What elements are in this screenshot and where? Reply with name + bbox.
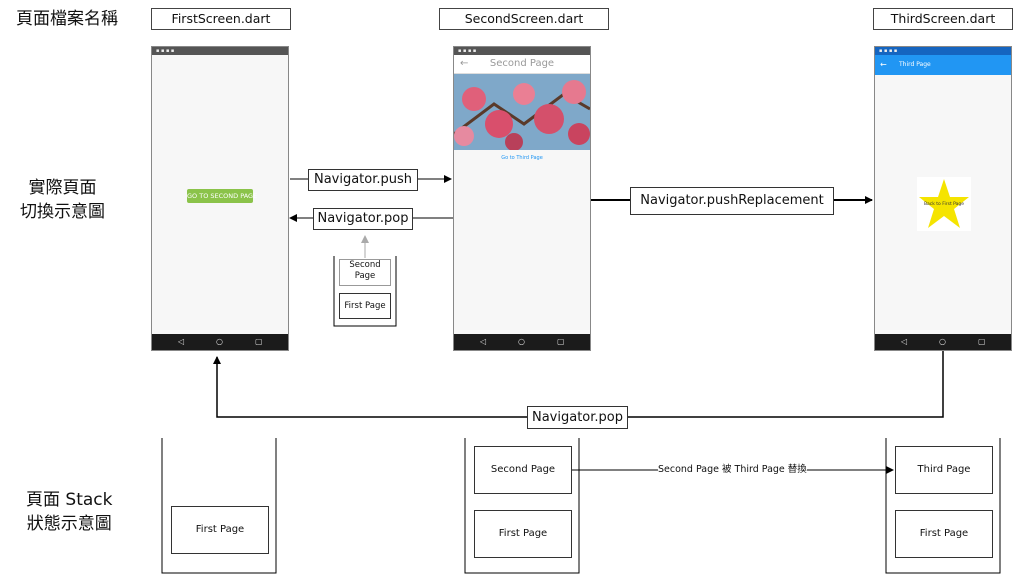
stack3-first-page: First Page [895, 510, 993, 558]
replace-annotation: Second Page 被 Third Page 替換 [658, 464, 807, 476]
stack3-third-page: Third Page [895, 446, 993, 494]
navigator-push-label: Navigator.push [308, 169, 418, 191]
phone-first-screen: ▪ ▪ ▪ ▪ GO TO SECOND PAGE ◁ ○ ▢ [151, 46, 289, 351]
label-page-switch-line2: 切換示意圖 [20, 202, 105, 222]
go-to-third-page-link[interactable]: Go to Third Page [501, 155, 543, 161]
go-to-second-page-button[interactable]: GO TO SECOND PAGE [187, 189, 257, 203]
label-page-switch-line1: 實際頁面 [28, 178, 97, 198]
mini-stack-first-page: First Page [339, 293, 391, 319]
home-icon[interactable]: ○ [939, 337, 946, 346]
stack-container-second [464, 438, 580, 574]
home-icon[interactable]: ○ [518, 337, 525, 346]
phone-second-screen: ▪ ▪ ▪ ▪ ← Second Page Go to Third Page ◁… [453, 46, 591, 351]
app-bar-third: ← Third Page [875, 55, 1011, 75]
app-bar-second: ← Second Page [454, 55, 590, 74]
file-second-screen: SecondScreen.dart [439, 8, 609, 30]
recents-icon[interactable]: ▢ [557, 337, 565, 346]
stack-container-third [885, 438, 1001, 574]
cherry-blossom-image [454, 74, 590, 150]
star-icon[interactable] [917, 177, 971, 231]
label-file-names: 頁面檔案名稱 [16, 9, 118, 29]
back-arrow-icon[interactable]: ← [460, 58, 469, 69]
stack1-first-page: First Page [171, 506, 269, 554]
stack2-first-page: First Page [474, 510, 572, 558]
recents-icon[interactable]: ▢ [255, 337, 263, 346]
app-bar-title: Second Page [489, 58, 555, 69]
android-nav-bar: ◁ ○ ▢ [152, 334, 288, 350]
stack-container-first [161, 438, 277, 574]
back-icon[interactable]: ◁ [480, 337, 487, 346]
label-stack-state: 頁面 Stack 狀態示意圖 [26, 488, 112, 536]
label-stack-state-line1: 頁面 Stack [26, 490, 113, 510]
android-nav-bar: ◁ ○ ▢ [875, 334, 1011, 350]
navigator-push-replacement-label: Navigator.pushReplacement [630, 187, 834, 215]
mini-stack-second-page: Second Page [339, 259, 391, 286]
mini-stack-container [333, 256, 397, 327]
back-icon[interactable]: ◁ [901, 337, 908, 346]
label-page-switch: 實際頁面 切換示意圖 [20, 176, 105, 224]
stack2-second-page: Second Page [474, 446, 572, 494]
android-nav-bar: ◁ ○ ▢ [454, 334, 590, 350]
app-bar-title: Third Page [899, 61, 931, 68]
navigator-pop-label: Navigator.pop [313, 208, 413, 230]
recents-icon[interactable]: ▢ [978, 337, 986, 346]
label-stack-state-line2: 狀態示意圖 [26, 514, 112, 534]
phone-third-screen: ▪ ▪ ▪ ▪ ← Third Page Back to First Page … [874, 46, 1012, 351]
back-to-first-page-text: Back to First Page [923, 202, 965, 207]
file-third-screen: ThirdScreen.dart [873, 8, 1013, 30]
status-bar: ▪ ▪ ▪ ▪ [875, 47, 1011, 55]
status-bar: ▪ ▪ ▪ ▪ [152, 47, 288, 55]
home-icon[interactable]: ○ [216, 337, 223, 346]
file-first-screen: FirstScreen.dart [151, 8, 291, 30]
back-icon[interactable]: ◁ [178, 337, 185, 346]
back-arrow-icon[interactable]: ← [880, 60, 887, 69]
status-bar: ▪ ▪ ▪ ▪ [454, 47, 590, 55]
navigator-pop-bottom-label: Navigator.pop [527, 406, 628, 429]
